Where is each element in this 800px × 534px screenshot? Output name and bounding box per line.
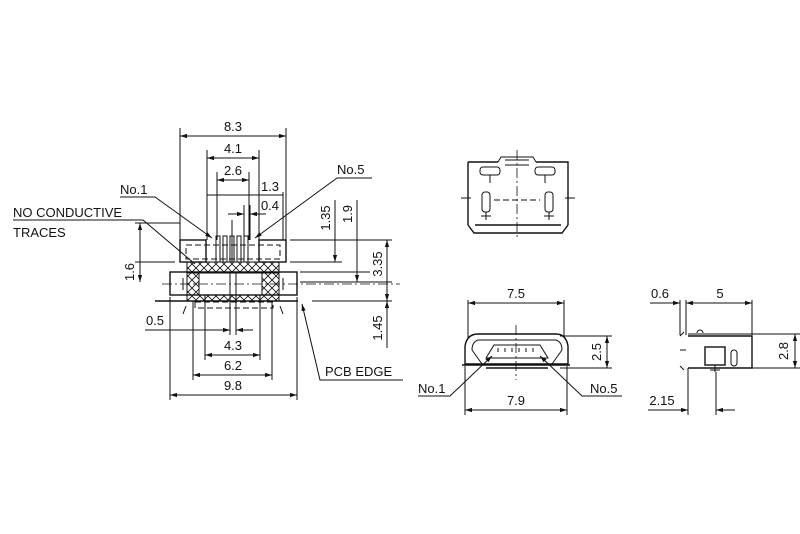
connector-top-view [461,150,575,240]
dim-label: 1.3 [261,179,279,194]
dim-label: 2.5 [589,343,604,361]
dim-label: 1.9 [340,205,355,223]
pin1-label: No.1 [120,182,147,197]
dim-label: 2.15 [649,393,674,408]
dim-label: 5 [716,286,723,301]
dim-label: 4.1 [224,141,242,156]
pcb-edge-label: PCB EDGE [325,364,393,379]
dim-label: 0.5 [146,313,164,328]
no-conductive-label: NO CONDUCTIVE [13,205,122,220]
connector-side-view: 0.6 5 2.8 2.15 [648,286,800,415]
pin5-label: No.5 [337,162,364,177]
pin1-label: No.1 [418,381,445,396]
dim-label: 0.6 [651,286,669,301]
dim-label: 7.9 [507,393,525,408]
dim-label: 1.6 [122,263,137,281]
dim-label: 6.2 [224,358,242,373]
no-conductive-label: TRACES [13,225,66,240]
dim-label: 0.4 [261,198,279,213]
dim-label: 1.35 [318,205,333,230]
dim-label: 1.45 [370,315,385,340]
pin5-label: No.5 [590,381,617,396]
footprint-view: 8.3 4.1 2.6 1.3 0.4 [13,119,403,400]
dim-label: 9.8 [224,378,242,393]
connector-front-view: 7.5 2.5 7.9 No.1 No.5 [418,286,622,415]
dim-label: 4.3 [224,338,242,353]
dim-label: 2.8 [776,342,791,360]
dim-label: 2.6 [224,163,242,178]
dim-label: 7.5 [507,286,525,301]
dim-label: 3.35 [370,251,385,276]
dim-label: 8.3 [224,119,242,134]
